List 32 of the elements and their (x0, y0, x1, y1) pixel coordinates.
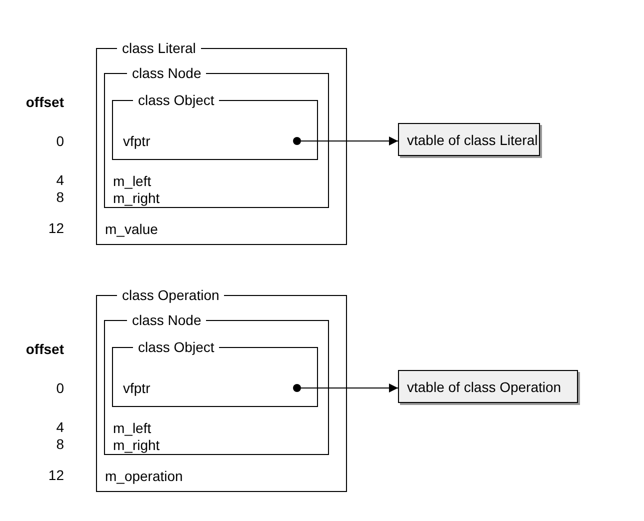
vtable-box (398, 123, 540, 156)
offset-heading: offset (26, 341, 64, 357)
offset-value: 8 (56, 436, 64, 452)
member-name: vfptr (123, 380, 150, 396)
vtable-label: vtable of class Operation (407, 378, 562, 394)
offset-value: 0 (56, 380, 64, 396)
vtable-label: vtable of class Literal (407, 132, 538, 148)
member-name: vfptr (123, 133, 150, 149)
member-name: m_left (113, 173, 152, 189)
offset-value: 0 (56, 133, 64, 149)
member-name: m_right (113, 190, 160, 206)
offset-value: 4 (56, 172, 64, 188)
class-heading: class Operation (117, 287, 224, 303)
member-name: m_left (113, 420, 152, 436)
connector-dot (293, 384, 301, 392)
arrow (300, 384, 398, 392)
class-heading: class Object (133, 92, 220, 108)
connector-dot (293, 137, 301, 145)
class-heading: class Object (133, 339, 220, 355)
member-name: m_right (113, 437, 160, 453)
member-name: m_operation (105, 468, 183, 484)
member-name: m_value (105, 221, 158, 237)
arrow (300, 136, 398, 146)
offset-value: 12 (48, 220, 64, 236)
vtable-box (398, 370, 578, 403)
class-heading: class Literal (117, 40, 201, 56)
offset-value: 4 (56, 419, 64, 435)
class-heading: class Node (127, 65, 206, 81)
class-heading: class Node (127, 312, 206, 328)
offset-value: 8 (56, 189, 64, 205)
offset-heading: offset (26, 94, 64, 110)
offset-value: 12 (48, 467, 64, 483)
